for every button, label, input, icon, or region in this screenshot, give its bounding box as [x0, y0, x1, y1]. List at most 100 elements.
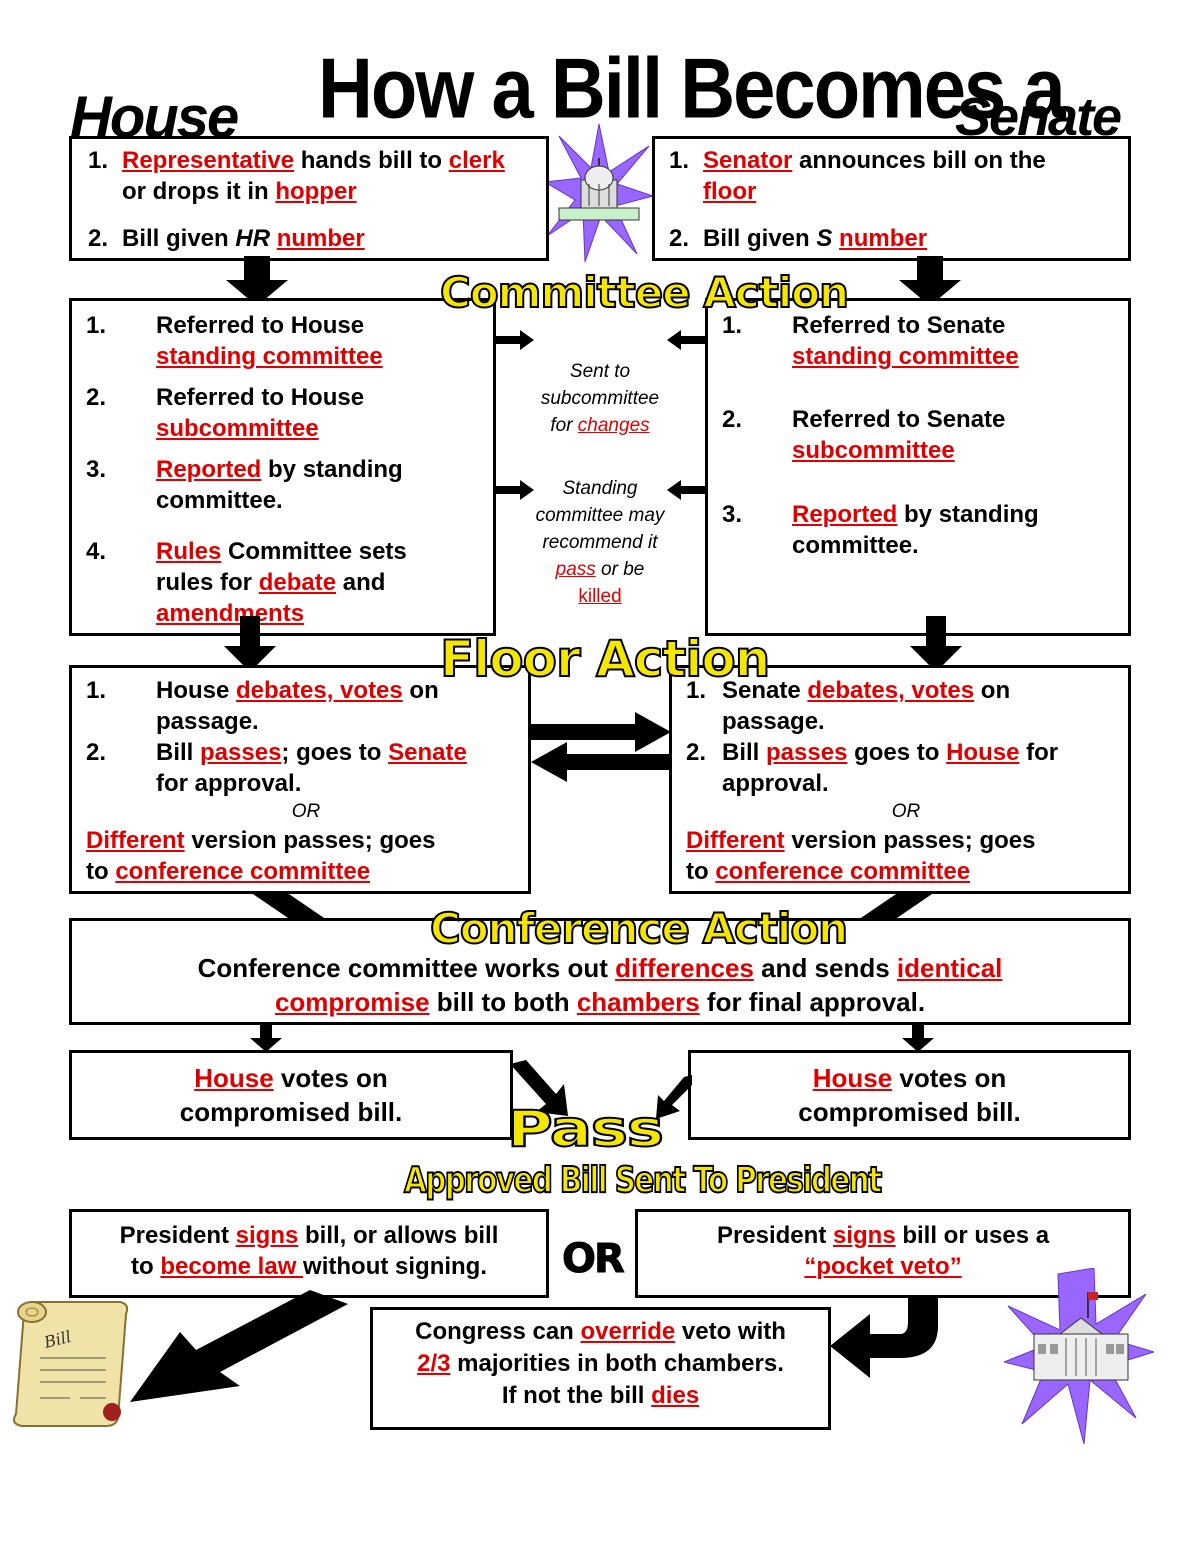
- vote-text: compromised bill.: [798, 1097, 1021, 1127]
- floor-text: ; goes to: [281, 739, 389, 766]
- house-different: Different: [86, 827, 185, 854]
- senate-floor-box: [669, 665, 1131, 894]
- capitol-star-icon: [545, 124, 653, 262]
- senate-intro-s: S: [816, 225, 833, 252]
- override-dies: dies: [651, 1382, 700, 1409]
- senate-to-house: House: [946, 739, 1020, 766]
- override-line: veto with: [675, 1318, 786, 1345]
- conference-line: for final approval.: [699, 987, 926, 1017]
- senate-standing-committee: standing committee: [792, 343, 1019, 370]
- senate-intro-box: 1. Senator announces bill on the floor 2…: [652, 136, 1131, 261]
- senate-intro-step1-num: 1.: [669, 147, 690, 174]
- house-passes: passes: [200, 739, 282, 766]
- middle-text: subcommittee: [540, 388, 660, 409]
- president-text: to: [130, 1253, 161, 1280]
- step-text: committee.: [156, 487, 283, 514]
- conference-identical: identical: [896, 953, 1003, 983]
- house-debates-votes: debates, votes: [236, 677, 403, 704]
- house-rules: Rules: [156, 538, 222, 565]
- senate-intro-senator: Senator: [703, 147, 793, 174]
- conference-line: Conference committee works out: [197, 953, 616, 983]
- arrow-left-icon: [667, 480, 707, 500]
- conference-compromise: compromise: [274, 987, 430, 1017]
- senate-different: Different: [686, 827, 785, 854]
- override-box: [370, 1307, 831, 1430]
- pass-label: Pass: [506, 1099, 665, 1159]
- vote-text: compromised bill.: [179, 1097, 403, 1127]
- house-intro-hr: HR: [235, 225, 271, 252]
- middle-text: committee may: [535, 505, 665, 526]
- floor-text: version passes; goes: [784, 827, 1036, 854]
- senate-intro-text: Bill given: [703, 225, 817, 252]
- override-text: Congress can override veto with 2/3 majo…: [373, 1316, 828, 1412]
- override-two-thirds: 2/3: [417, 1350, 451, 1377]
- president-text: bill, or allows bill: [298, 1222, 499, 1249]
- house-intro-representative: Representative: [122, 147, 295, 174]
- middle-text: or be: [595, 559, 645, 580]
- step-num: 2.: [86, 739, 107, 766]
- senate-passes: passes: [766, 739, 848, 766]
- floor-text: to: [686, 858, 716, 885]
- middle-pass: pass: [555, 559, 596, 580]
- house-intro-step1-num: 1.: [88, 147, 109, 174]
- arrow-down-icon: [902, 1024, 934, 1052]
- president-veto-box: [635, 1209, 1131, 1298]
- arrow-left-icon: [531, 742, 671, 782]
- arrow-veto-icon: [830, 1296, 938, 1378]
- house-intro-box: 1. Representative hands bill to clerk or…: [69, 136, 549, 261]
- arrow-diagonal-icon: [855, 892, 935, 922]
- house-vote-box: [69, 1050, 513, 1140]
- floor-text: Senate: [722, 677, 808, 704]
- conference-chambers: chambers: [576, 987, 700, 1017]
- bill-scroll-icon: [13, 1301, 129, 1427]
- arrow-down-icon: [226, 256, 288, 306]
- house-amendments: amendments: [156, 600, 305, 627]
- senate-intro-text: announces bill on the: [792, 147, 1046, 174]
- house-intro-hopper: hopper: [275, 178, 357, 205]
- arrow-right-icon: [494, 480, 534, 500]
- president-text: President: [119, 1222, 236, 1249]
- committee-middle-note: Sent to subcommittee for changes Standin…: [500, 358, 700, 610]
- floor-text: approval.: [722, 770, 829, 797]
- step-num: 1.: [722, 312, 743, 339]
- president-signs: signs: [832, 1222, 896, 1249]
- senate-intro-floor: floor: [703, 178, 757, 205]
- arrow-diagonal-icon: [510, 1060, 568, 1116]
- senate-vote-text: House votes on compromised bill.: [691, 1061, 1128, 1129]
- senate-debates-votes: debates, votes: [807, 677, 975, 704]
- floor-text: passage.: [722, 708, 825, 735]
- vote-house: House: [812, 1063, 893, 1093]
- step-num: 2.: [86, 384, 107, 411]
- president-text: President: [716, 1222, 833, 1249]
- conference-differences: differences: [615, 953, 754, 983]
- override-line: majorities in both chambers.: [450, 1350, 784, 1377]
- house-reported: Reported: [156, 456, 262, 483]
- house-intro-text: Bill given: [122, 225, 236, 252]
- step-num: 1.: [86, 677, 107, 704]
- vote-text: votes on: [273, 1063, 388, 1093]
- step-text: and: [336, 569, 386, 596]
- middle-text: Sent to: [569, 361, 631, 382]
- middle-killed: killed: [578, 586, 622, 607]
- arrow-to-law-icon: [130, 1290, 348, 1402]
- arrow-down-icon: [910, 616, 962, 672]
- step-num: 2.: [722, 406, 743, 433]
- conference-line: bill to both: [429, 987, 577, 1017]
- house-standing-committee: standing committee: [156, 343, 383, 370]
- step-text: by standing: [897, 501, 1039, 528]
- senate-intro-step2-num: 2.: [669, 225, 690, 252]
- house-intro-step2-num: 2.: [88, 225, 109, 252]
- step-text: Referred to House: [156, 312, 365, 339]
- house-vote-text: House votes on compromised bill.: [72, 1061, 510, 1129]
- senate-conference-committee: conference committee: [715, 858, 971, 885]
- floor-text: passage.: [156, 708, 259, 735]
- president-text: bill or uses a: [895, 1222, 1050, 1249]
- house-intro-clerk: clerk: [448, 147, 505, 174]
- step-text: rules for: [156, 569, 259, 596]
- house-intro-text: or drops it in: [122, 178, 276, 205]
- floor-or: OR: [891, 801, 921, 822]
- president-or: OR: [562, 1236, 626, 1283]
